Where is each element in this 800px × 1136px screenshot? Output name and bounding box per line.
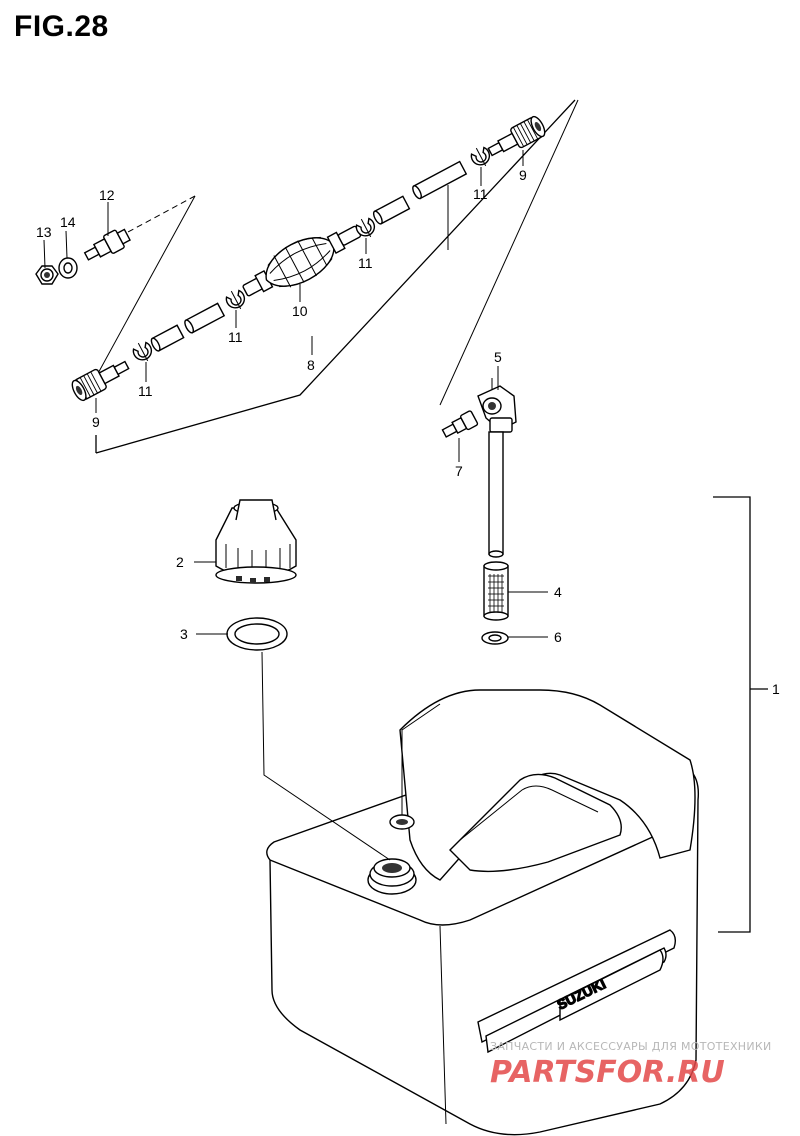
hose-assembly-frame xyxy=(89,99,579,454)
watermark-caption: ЗАПЧАСТИ И АКСЕССУАРЫ ДЛЯ МОТОТЕХНИКИ xyxy=(490,1040,772,1053)
clip-11-c xyxy=(355,217,376,238)
fitting-12 xyxy=(83,228,131,261)
callout-14: 14 xyxy=(60,214,76,230)
callout-8: 8 xyxy=(307,357,315,373)
callout-9-right: 9 xyxy=(519,167,527,183)
clip-11-b xyxy=(225,289,246,310)
connector-left-9 xyxy=(71,360,130,402)
callout-11-b: 11 xyxy=(228,329,243,345)
callout-11-a: 11 xyxy=(138,383,153,399)
nut-13 xyxy=(35,265,59,285)
hose-segment-b xyxy=(184,302,226,334)
primer-bulb-10 xyxy=(242,225,362,297)
pickup-tube xyxy=(488,431,504,558)
washer-6 xyxy=(481,631,509,645)
hose-segment-d xyxy=(412,160,468,200)
washer-14 xyxy=(58,257,78,279)
clip-11-d xyxy=(470,146,491,167)
tank-bracket-1 xyxy=(713,496,768,933)
leader-gasket-to-tank xyxy=(261,651,441,861)
nipple-7 xyxy=(441,410,479,438)
cap-2 xyxy=(215,499,297,584)
callout-4: 4 xyxy=(554,584,562,600)
filter-4 xyxy=(483,561,509,621)
callout-7: 7 xyxy=(455,463,463,479)
callout-9-left: 9 xyxy=(92,414,100,430)
callout-13: 13 xyxy=(36,224,52,240)
callout-1: 1 xyxy=(772,681,780,697)
watermark-logo: PARTSFOR.RU xyxy=(490,1055,725,1090)
gasket-3 xyxy=(226,617,288,651)
callout-11-c: 11 xyxy=(358,255,373,271)
figure-title: FIG.28 xyxy=(14,10,109,43)
fuel-tank-1 xyxy=(266,689,700,1136)
callout-10: 10 xyxy=(292,303,308,319)
connector-right-9 xyxy=(487,115,546,157)
elbow-5 xyxy=(477,385,517,433)
callout-5: 5 xyxy=(494,349,502,365)
hose-segment-a xyxy=(150,324,185,352)
clip-11-a xyxy=(132,341,153,362)
callout-2: 2 xyxy=(176,554,184,570)
callout-3: 3 xyxy=(180,626,188,642)
callout-11-d: 11 xyxy=(473,186,488,202)
callout-leaders xyxy=(43,150,548,638)
hose-segment-c xyxy=(372,195,411,225)
callout-6: 6 xyxy=(554,629,562,645)
callout-12: 12 xyxy=(99,187,115,203)
